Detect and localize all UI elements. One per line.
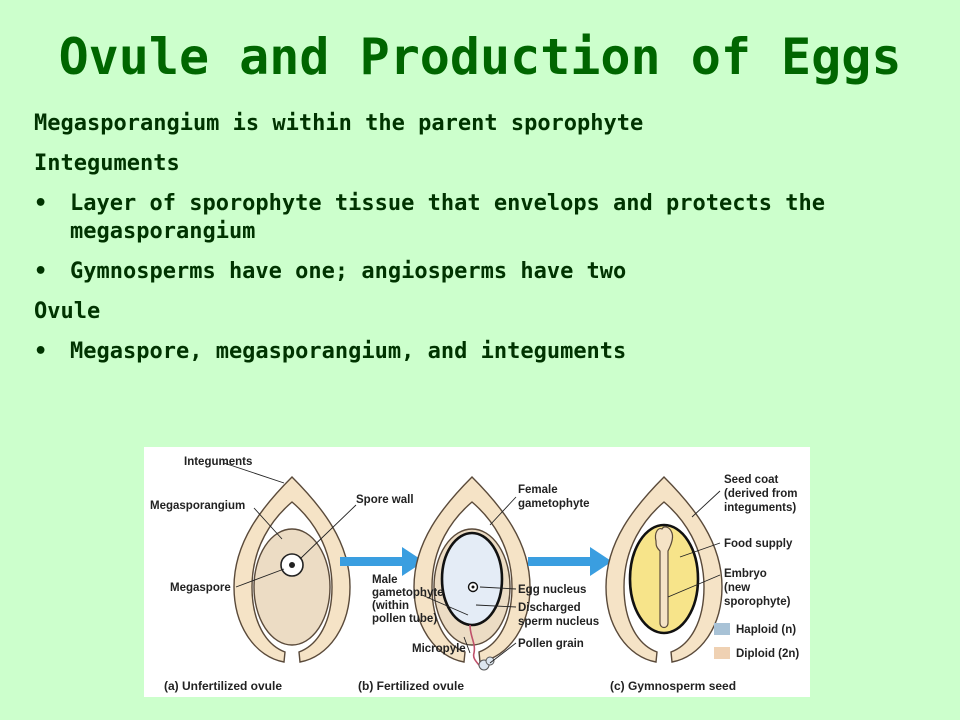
leader-line — [223, 462, 285, 484]
label-male-4: pollen tube) — [372, 613, 437, 625]
embryo-shape — [654, 526, 674, 629]
legend-diploid: Diploid (2n) — [736, 648, 799, 660]
slide-title: Ovule and Production of Eggs — [58, 28, 902, 86]
leader-line — [253, 507, 283, 540]
leader-line — [299, 504, 357, 560]
legend-swatch-haploid — [714, 623, 730, 635]
female-gametophyte-shape — [440, 531, 504, 627]
leader-line — [463, 636, 471, 654]
label-seed-coat-1: Seed coat — [724, 474, 778, 486]
pollen-grain — [485, 656, 495, 666]
slide-body: Megasporangium is within the parent spor… — [34, 110, 934, 378]
label-male-3: (within — [372, 600, 409, 612]
panel-b-fertilized-ovule: Female gametophyte Male gametophyte (wit… — [358, 476, 599, 693]
legend: Haploid (n) Diploid (2n) — [714, 623, 799, 660]
leader-line — [235, 568, 285, 588]
megaspore-nucleus — [289, 562, 295, 568]
label-embryo-2: (new — [724, 582, 750, 594]
bullet-item-3: • Megaspore, megasporangium, and integum… — [34, 338, 934, 366]
label-male-1: Male — [372, 574, 398, 586]
label-male-2: gametophyte — [372, 587, 444, 599]
label-female-1: Female — [518, 484, 558, 496]
label-megasporangium: Megasporangium — [150, 500, 245, 512]
caption-c: (c) Gymnosperm seed — [610, 679, 736, 693]
body-line-2: Integuments — [34, 151, 180, 176]
label-embryo-1: Embryo — [724, 568, 767, 580]
label-integuments: Integuments — [184, 456, 252, 468]
bullet-item-1: • Layer of sporophyte tissue that envelo… — [34, 190, 934, 246]
integument-shape — [413, 476, 531, 663]
bullet-icon: • — [34, 259, 48, 284]
label-pollen-grain: Pollen grain — [518, 638, 584, 650]
bullet-icon: • — [34, 339, 48, 364]
arrow-right-icon — [340, 547, 424, 576]
caption-b: (b) Fertilized ovule — [358, 679, 464, 693]
leader-line — [475, 604, 517, 608]
label-embryo-3: sporophyte) — [724, 596, 791, 608]
body-line-5: Ovule — [34, 299, 101, 324]
body-line-1: Megasporangium is within the parent spor… — [34, 111, 644, 136]
leader-line — [489, 642, 517, 664]
ovule-diagram-svg: Integuments Megasporangium Spore wall Me… — [150, 456, 799, 693]
leader-line — [421, 594, 469, 616]
bullet-text: Megaspore, megasporangium, and integumen… — [70, 339, 627, 364]
panel-c-gymnosperm-seed: Seed coat (derived from integuments) Foo… — [605, 474, 798, 693]
arrow-right-icon — [528, 547, 612, 576]
bullet-item-2: • Gymnosperms have one; angiosperms have… — [34, 258, 934, 286]
caption-a: (a) Unfertilized ovule — [164, 679, 282, 693]
integument-shape — [233, 476, 351, 663]
pollen-tube — [469, 624, 483, 670]
ovule-diagram: Integuments Megasporangium Spore wall Me… — [144, 447, 810, 697]
bullet-text: Gymnosperms have one; angiosperms have t… — [70, 259, 627, 284]
label-seed-coat-3: integuments) — [724, 502, 796, 514]
leader-line — [667, 574, 721, 598]
seed-coat-shape — [605, 476, 723, 663]
megasporangium-shape — [253, 528, 331, 646]
label-food-supply: Food supply — [724, 538, 793, 550]
bullet-icon: • — [34, 191, 48, 216]
legend-haploid: Haploid (n) — [736, 624, 796, 636]
label-spore-wall: Spore wall — [356, 494, 414, 506]
label-seed-coat-2: (derived from — [724, 488, 798, 500]
label-discharged-1: Discharged — [518, 602, 581, 614]
label-egg-nucleus: Egg nucleus — [518, 584, 586, 596]
panel-a-unfertilized-ovule: Integuments Megasporangium Spore wall Me… — [150, 456, 414, 693]
label-megaspore: Megaspore — [170, 582, 231, 594]
bullet-text: Layer of sporophyte tissue that envelops… — [70, 191, 825, 244]
leader-line — [489, 496, 517, 526]
egg-nucleus-dot — [471, 585, 475, 589]
leader-line — [679, 542, 721, 558]
label-female-2: gametophyte — [518, 498, 590, 510]
label-micropyle: Micropyle — [412, 643, 466, 655]
leader-line — [479, 586, 517, 590]
label-discharged-2: sperm nucleus — [518, 616, 599, 628]
leader-line — [691, 490, 721, 518]
legend-swatch-diploid — [714, 647, 730, 659]
